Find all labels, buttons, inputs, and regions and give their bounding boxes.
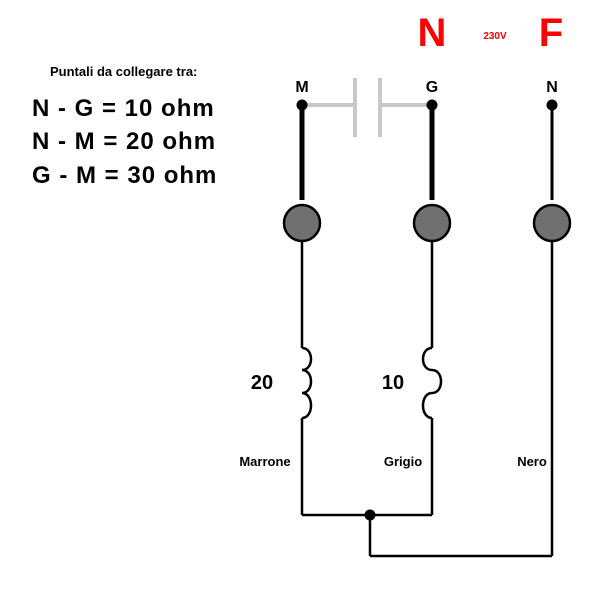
legend-line-ng: N - G = 10 ohm	[32, 95, 215, 122]
terminal-m-dot	[296, 99, 308, 111]
circuit-wires	[300, 240, 554, 558]
coil-middle-value: 10	[382, 372, 404, 394]
lead-wires	[299, 105, 554, 200]
capacitor	[302, 78, 432, 137]
terminal-n-dot	[546, 99, 558, 111]
voltage-label: 230V	[483, 31, 507, 42]
connector-m	[282, 203, 322, 243]
wire-left-label: Marrone	[239, 454, 290, 469]
connector-g	[412, 203, 452, 243]
terminal-g-dot	[426, 99, 438, 111]
phase-label: F	[539, 11, 563, 55]
terminal-g-label: G	[426, 79, 438, 96]
junction-dot	[364, 509, 376, 521]
wire-right-label: Nero	[517, 454, 547, 469]
wire-middle-label: Grigio	[384, 454, 422, 469]
legend-line-nm: N - M = 20 ohm	[32, 128, 216, 155]
terminal-n-label: N	[546, 79, 558, 96]
terminal-m-label: M	[295, 79, 308, 96]
legend-title: Puntali da collegare tra:	[50, 64, 197, 79]
neutral-label: N	[418, 11, 447, 55]
coil-left-value: 20	[251, 372, 273, 394]
legend-line-gm: G - M = 30 ohm	[32, 162, 217, 189]
connector-n	[532, 203, 572, 243]
